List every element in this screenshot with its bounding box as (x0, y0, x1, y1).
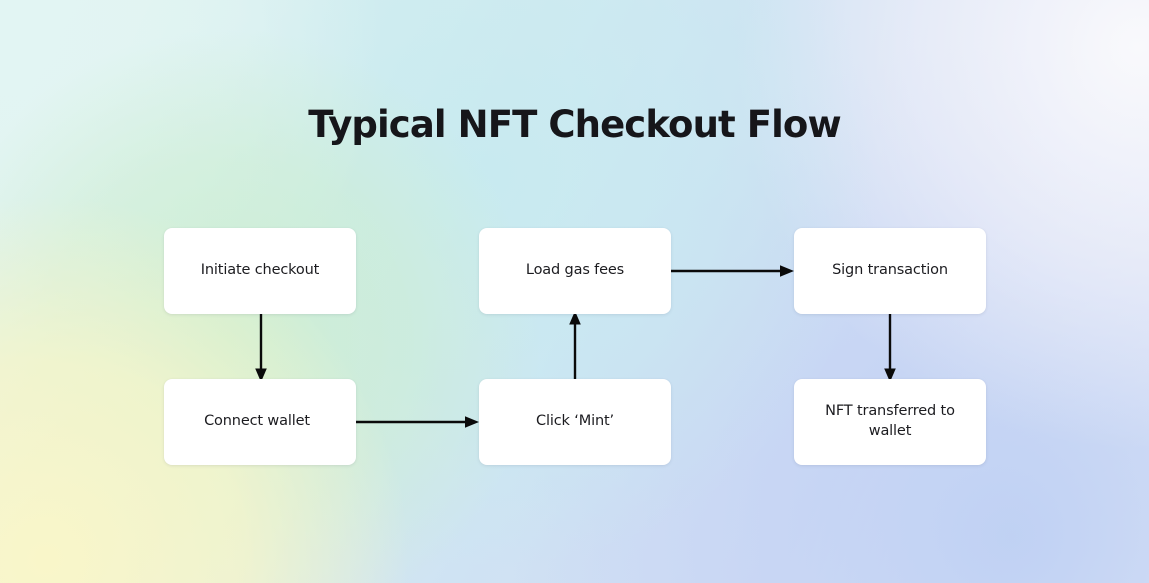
edge-connect-wallet-to-click-mint (353, 411, 483, 433)
edge-initiate-checkout-to-connect-wallet (250, 310, 272, 384)
flow-node-click-mint[interactable]: Click ‘Mint’ (479, 379, 671, 465)
flow-node-nft-transferred-to-wallet[interactable]: NFT transferred to wallet (794, 379, 986, 465)
flow-node-label: Click ‘Mint’ (536, 413, 614, 430)
flow-node-label: Connect wallet (204, 413, 310, 430)
flow-node-label: Initiate checkout (200, 262, 320, 279)
flow-node-label: Sign transaction (832, 262, 948, 279)
flow-node-sign-transaction[interactable]: Sign transaction (794, 228, 986, 314)
edge-click-mint-to-load-gas-fees (564, 308, 586, 384)
flow-node-initiate-checkout[interactable]: Initiate checkout (164, 228, 356, 314)
page-title: Typical NFT Checkout Flow (308, 103, 841, 146)
edge-load-gas-fees-to-sign-transaction (668, 260, 798, 282)
flow-node-label: Load gas fees (525, 262, 625, 279)
flow-node-label: NFT transferred to wallet (825, 403, 955, 439)
flow-node-connect-wallet[interactable]: Connect wallet (164, 379, 356, 465)
flow-node-load-gas-fees[interactable]: Load gas fees (479, 228, 671, 314)
edge-sign-transaction-to-nft-transferred (879, 310, 901, 384)
